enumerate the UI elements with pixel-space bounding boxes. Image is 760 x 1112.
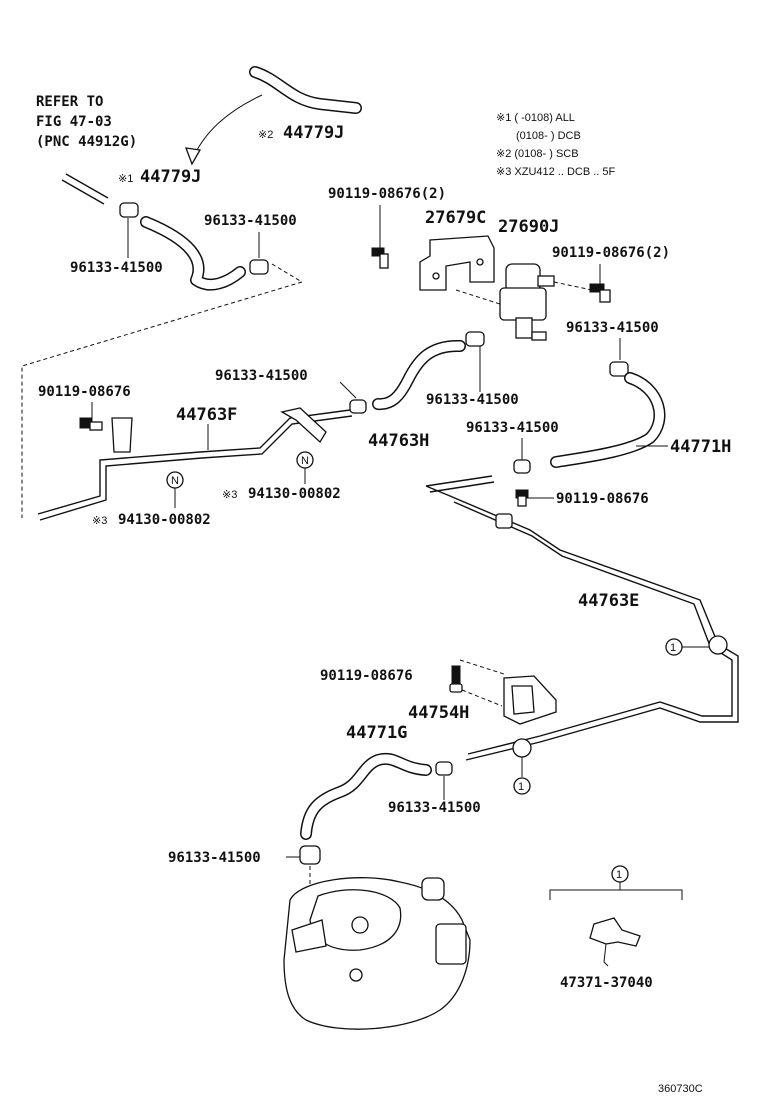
label-44763e: 44763E [578, 591, 639, 611]
hose-44771g [300, 752, 432, 840]
label-90119-a: 90119-08676(2) [328, 186, 446, 202]
svg-text:1: 1 [616, 869, 622, 881]
refer-note-line2: FIG 47-03 [36, 114, 112, 130]
label-96133-b: 96133-41500 [204, 213, 297, 229]
hose-44779j-left [140, 216, 246, 291]
pipe-44763f [37, 409, 353, 521]
label-44779j-top-mark: ※2 [258, 129, 273, 141]
reference-arrow [191, 94, 263, 161]
vsv-27690j [499, 263, 555, 341]
label-94130-b: 94130-00802 [118, 512, 211, 528]
bolt-90119-a [371, 247, 389, 269]
label-96133-e: 96133-41500 [215, 368, 308, 384]
detail-bracket [549, 889, 683, 900]
clamp-96133-h [299, 845, 321, 865]
svg-text:1: 1 [518, 781, 524, 793]
label-96133-c: 96133-41500 [566, 320, 659, 336]
clamp-left-right [249, 259, 269, 275]
label-96133-a: 96133-41500 [70, 260, 163, 276]
label-96133-f: 96133-41500 [466, 420, 559, 436]
label-27679c: 27679C [425, 208, 486, 228]
label-90119-c: 90119-08676 [38, 384, 131, 400]
label-90119-d: 90119-08676 [556, 491, 649, 507]
note-1: ※1 ( -0108) ALL [496, 112, 575, 124]
bolt-90119-e [449, 665, 463, 693]
label-44779j-left: 44779J [140, 167, 201, 187]
note-1b: (0108- ) DCB [516, 130, 581, 142]
joint-lower [512, 738, 532, 758]
svg-text:1: 1 [670, 642, 676, 654]
bracket-44763f [111, 407, 327, 453]
clamp-96133-g [435, 761, 453, 776]
refer-note-line3: (PNC 44912G) [36, 134, 137, 150]
label-94130-a-mark: ※3 [222, 489, 237, 501]
pipe-44763e [425, 475, 739, 761]
hose-44779j-top [249, 66, 362, 114]
vacuum-pump [283, 877, 471, 1030]
clamp-96133-e [349, 399, 367, 414]
label-96133-g: 96133-41500 [388, 800, 481, 816]
bracket-27679c [419, 235, 495, 291]
bracket-44754h [503, 675, 557, 725]
label-90119-b: 90119-08676(2) [552, 245, 670, 261]
joint-47371 [589, 917, 641, 967]
note-3: ※3 XZU412 .. DCB .. 5F [496, 166, 616, 178]
refer-note-line1: REFER TO [36, 94, 103, 110]
pipe-stub-left [61, 179, 105, 205]
label-44771h: 44771H [670, 437, 731, 457]
clamp-left-top [119, 202, 139, 218]
clamp-44771h [609, 361, 629, 377]
label-44763h: 44763H [368, 431, 429, 451]
pipe-clip-44763e [495, 513, 513, 529]
hose-44771h [550, 372, 666, 468]
joint-upper [708, 635, 728, 655]
svg-text:N: N [301, 455, 309, 467]
label-90119-e: 90119-08676 [320, 668, 413, 684]
label-47371: 47371-37040 [560, 975, 653, 991]
bolt-90119-b [589, 283, 611, 303]
label-44763f: 44763F [176, 405, 237, 425]
clamp-96133-f [513, 459, 531, 474]
label-44779j-left-mark: ※1 [118, 173, 133, 185]
dashed-guide-left [21, 263, 304, 518]
callout-1b [513, 777, 531, 795]
label-27690j: 27690J [498, 217, 559, 237]
label-44779j-top: 44779J [283, 123, 344, 143]
label-96133-h: 96133-41500 [168, 850, 261, 866]
clamp-vsv [465, 331, 485, 347]
svg-text:N: N [171, 475, 179, 487]
label-44771g: 44771G [346, 723, 407, 743]
arrow-head-icon [185, 147, 202, 166]
label-94130-a: 94130-00802 [248, 486, 341, 502]
hose-44763h [372, 339, 466, 411]
note-2: ※2 (0108- ) SCB [496, 148, 579, 160]
bolt-90119-d [515, 489, 529, 507]
figure-code: 360730C [658, 1083, 703, 1095]
label-94130-b-mark: ※3 [92, 515, 107, 527]
bolt-90119-c [79, 417, 103, 431]
label-96133-d: 96133-41500 [426, 392, 519, 408]
label-44754h: 44754H [408, 703, 469, 723]
callout-1c [611, 865, 629, 883]
